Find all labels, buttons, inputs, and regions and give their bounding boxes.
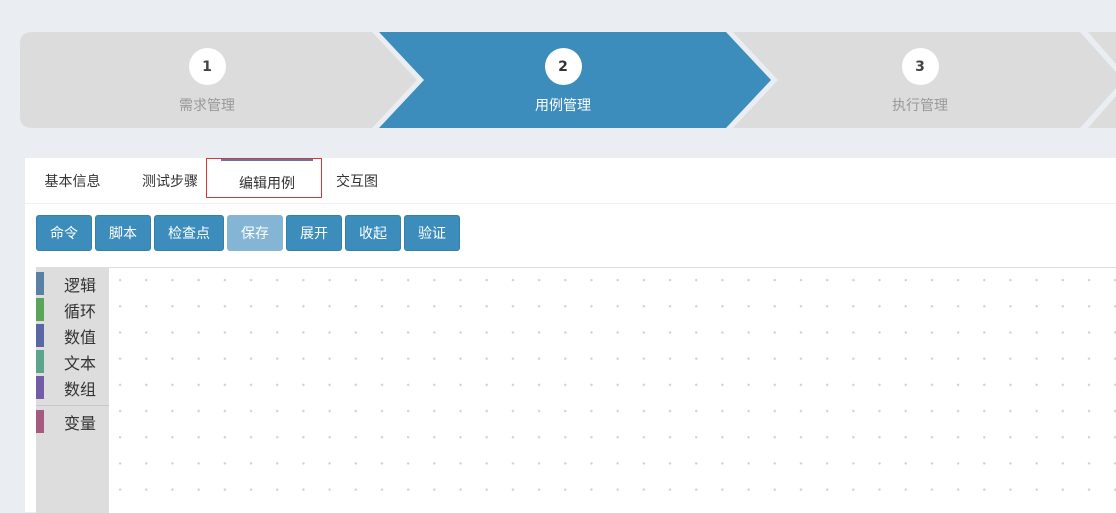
step-4-shape xyxy=(1088,32,1116,128)
block-toolbox: 逻辑 循环 数值 文本 数组 变量 xyxy=(36,268,109,513)
expand-button[interactable]: 展开 xyxy=(286,215,342,251)
step-2-number: 2 xyxy=(544,48,582,85)
command-button[interactable]: 命令 xyxy=(36,215,92,251)
step-2[interactable]: 2 用例管理 xyxy=(535,32,591,128)
category-label: 循环 xyxy=(64,301,97,321)
tab-interaction-diagram[interactable]: 交互图 xyxy=(336,174,378,190)
step-1-number: 1 xyxy=(188,48,226,85)
case-panel: 基本信息 测试步骤 编辑用例 交互图 命令 脚本 检查点 保存 展开 收起 验证… xyxy=(25,158,1116,513)
category-color-swatch xyxy=(36,298,44,321)
wizard-background xyxy=(20,32,1116,128)
tab-bar: 基本信息 测试步骤 编辑用例 交互图 xyxy=(25,158,1116,204)
tab-basic-info[interactable]: 基本信息 xyxy=(44,174,101,190)
step-3-label: 执行管理 xyxy=(892,98,948,114)
save-button[interactable]: 保存 xyxy=(227,215,283,251)
toolbox-category-math[interactable]: 数值 xyxy=(36,324,109,347)
category-color-swatch xyxy=(36,350,44,373)
step-1-label: 需求管理 xyxy=(179,98,235,114)
category-color-swatch xyxy=(36,410,44,433)
block-editor: 逻辑 循环 数值 文本 数组 变量 xyxy=(36,267,1116,513)
toolbox-category-loops[interactable]: 循环 xyxy=(36,298,109,321)
toolbox-separator xyxy=(36,405,109,406)
tab-test-steps[interactable]: 测试步骤 xyxy=(142,174,198,190)
category-color-swatch xyxy=(36,324,44,347)
collapse-button[interactable]: 收起 xyxy=(345,215,401,251)
step-3[interactable]: 3 执行管理 xyxy=(892,32,948,128)
script-button[interactable]: 脚本 xyxy=(95,215,151,251)
toolbox-category-logic[interactable]: 逻辑 xyxy=(36,272,109,295)
step-2-label: 用例管理 xyxy=(535,98,591,114)
tab-edit-case[interactable]: 编辑用例 xyxy=(221,158,313,204)
validate-button[interactable]: 验证 xyxy=(404,215,460,251)
category-label: 文本 xyxy=(64,353,97,373)
category-label: 变量 xyxy=(64,413,97,433)
category-label: 数组 xyxy=(64,379,97,399)
category-color-swatch xyxy=(36,272,44,295)
block-workspace[interactable] xyxy=(109,268,1116,513)
step-1[interactable]: 1 需求管理 xyxy=(179,32,235,128)
category-label: 逻辑 xyxy=(64,275,97,295)
toolbox-category-text[interactable]: 文本 xyxy=(36,350,109,373)
toolbox-category-variables[interactable]: 变量 xyxy=(36,410,109,433)
step-3-number: 3 xyxy=(901,48,939,85)
editor-toolbar: 命令 脚本 检查点 保存 展开 收起 验证 xyxy=(36,215,460,251)
checkpoint-button[interactable]: 检查点 xyxy=(154,215,224,251)
category-color-swatch xyxy=(36,376,44,399)
wizard-steps: 1 需求管理 2 用例管理 3 执行管理 xyxy=(20,32,1116,128)
toolbox-category-lists[interactable]: 数组 xyxy=(36,376,109,399)
category-label: 数值 xyxy=(64,327,97,347)
